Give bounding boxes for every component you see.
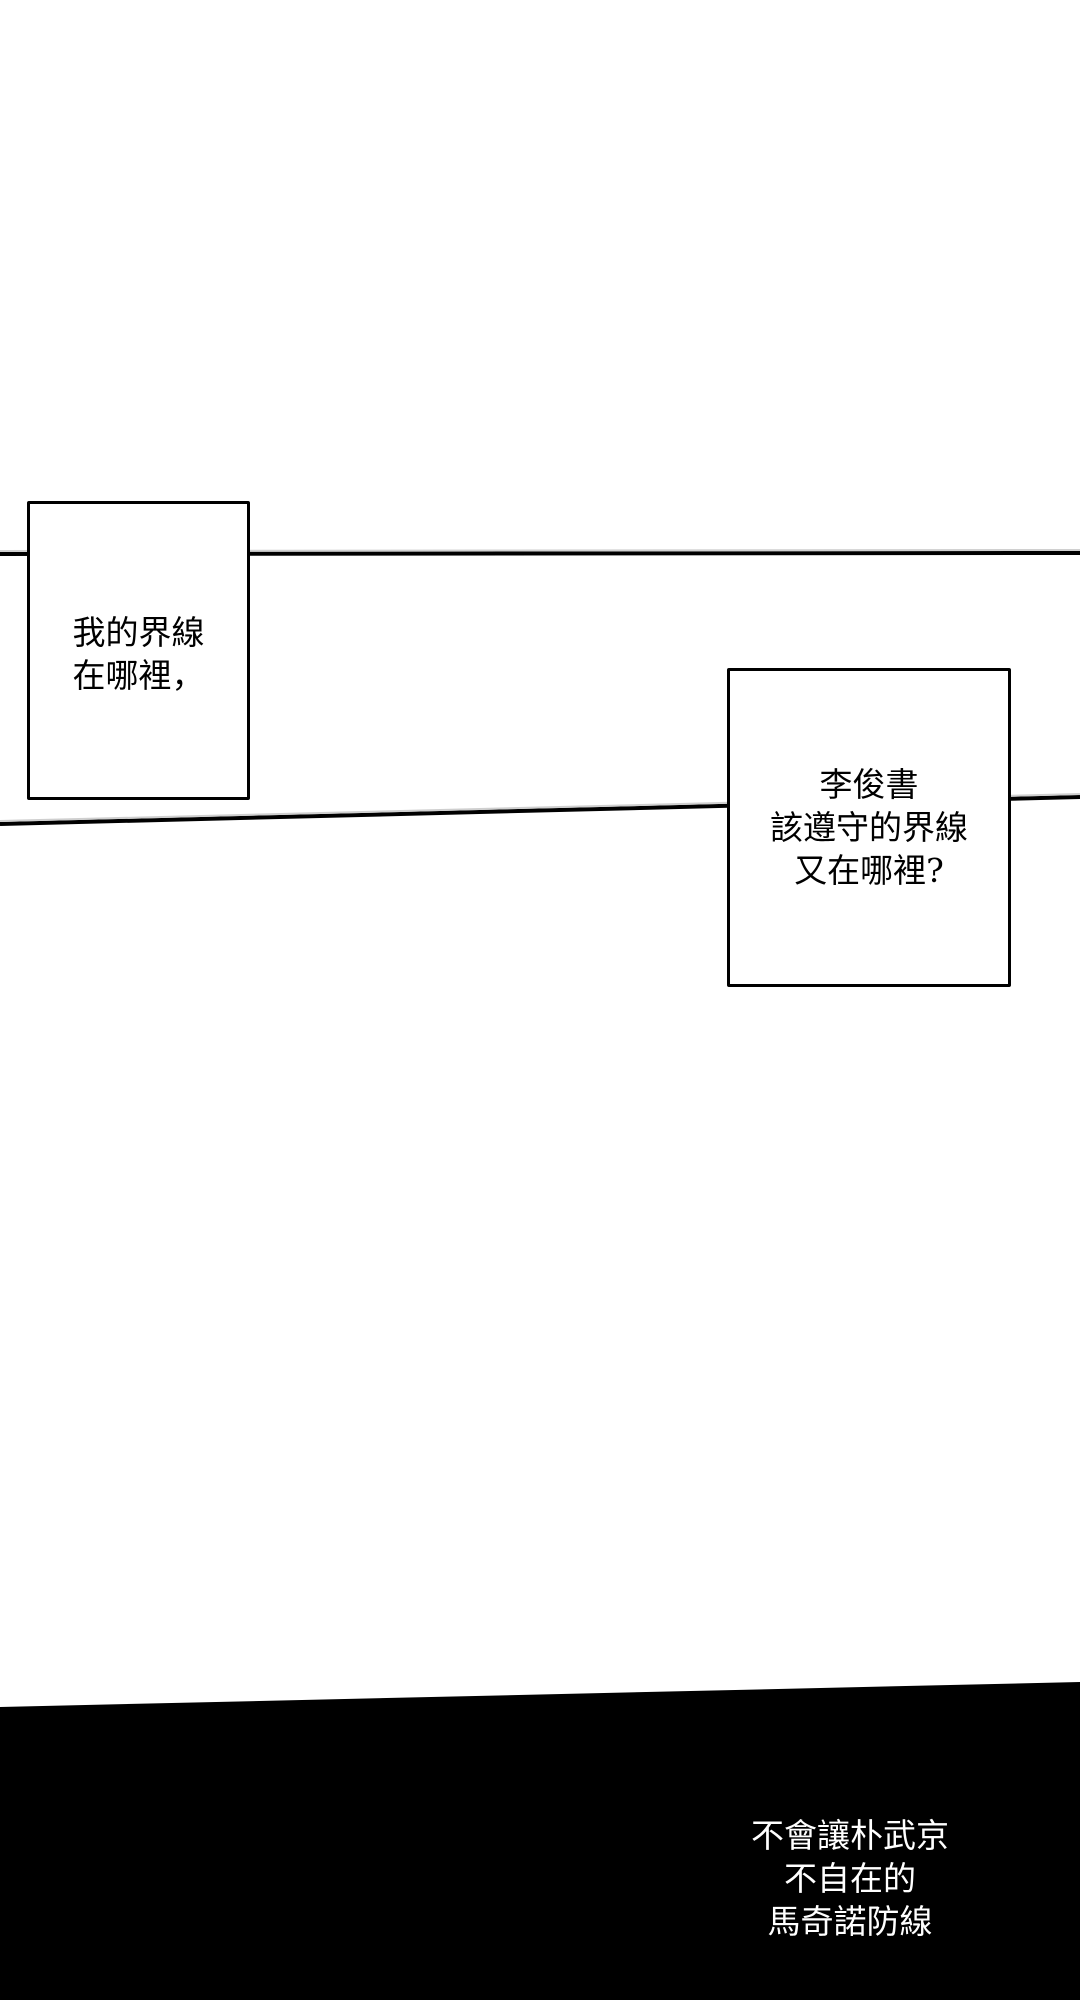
bottom-caption-line-2: 不自在的 — [784, 1859, 916, 1898]
dark-bottom-panel — [0, 1682, 1080, 2000]
caption-1-line-2: 在哪裡， — [72, 656, 205, 695]
bottom-caption: 不會讓朴武京 不自在的 馬奇諾防線 — [700, 1814, 1000, 1943]
caption-box-1: 我的界線 在哪裡， — [27, 501, 250, 800]
caption-box-2: 李俊書 該遵守的界線 又在哪裡? — [727, 668, 1011, 987]
caption-2-line-2: 該遵守的界線 — [770, 808, 968, 847]
bottom-caption-line-1: 不會讓朴武京 — [751, 1816, 949, 1855]
bottom-caption-line-3: 馬奇諾防線 — [767, 1902, 933, 1941]
caption-2-line-1: 李俊書 — [819, 765, 919, 804]
caption-1-line-1: 我的界線 — [72, 613, 205, 652]
caption-2-line-3: 又在哪裡? — [794, 851, 944, 890]
